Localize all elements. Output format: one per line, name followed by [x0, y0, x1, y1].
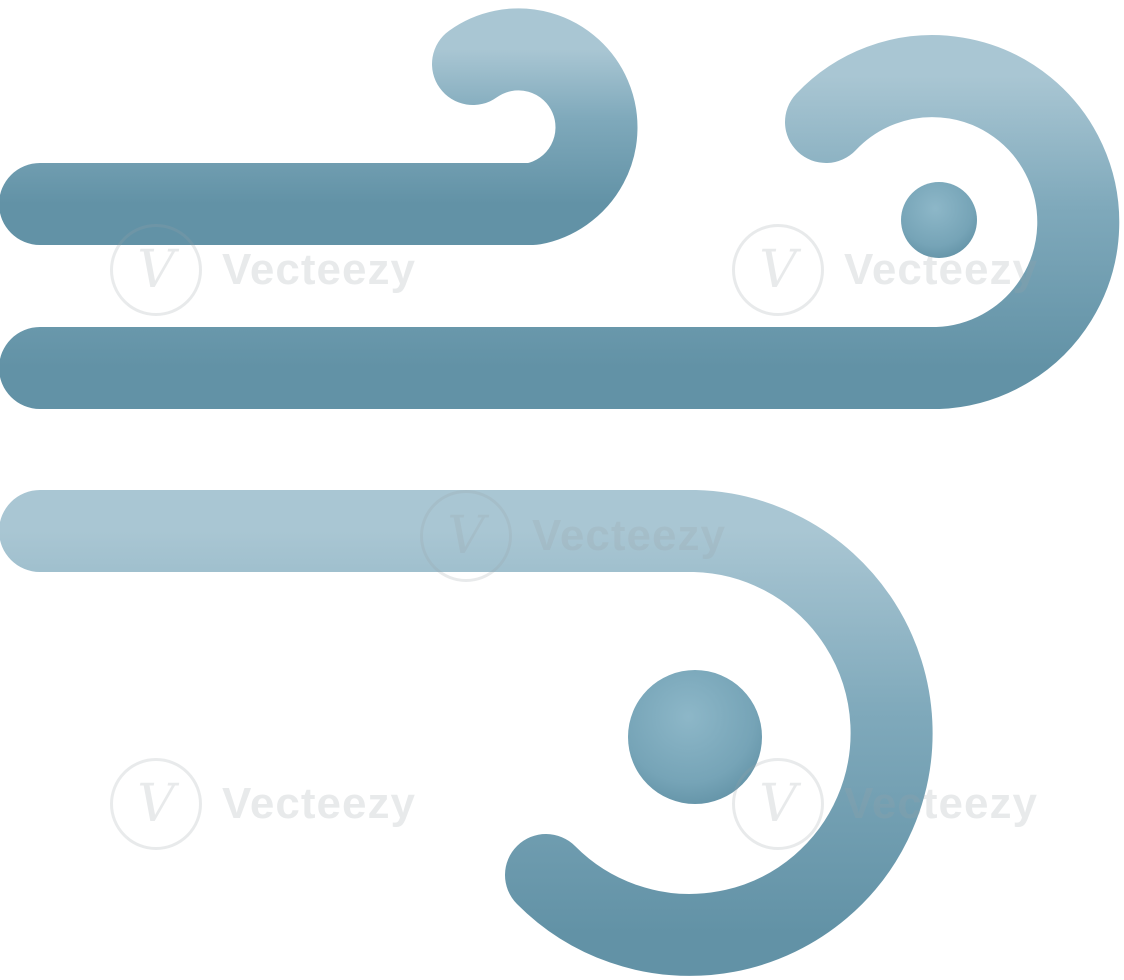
- bottom-gust-curve: [0, 490, 933, 976]
- top-gust-curve: [0, 8, 638, 245]
- middle-gust-dot: [901, 182, 977, 258]
- bottom-gust-dot: [628, 670, 762, 804]
- middle-gust-curve: [0, 35, 1120, 409]
